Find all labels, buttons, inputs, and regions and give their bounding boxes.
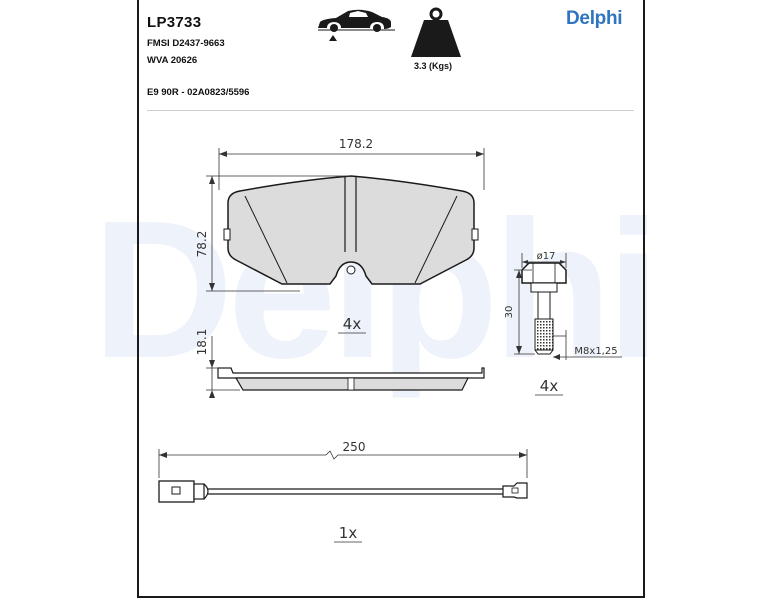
pad-thickness-dimension: 18.1: [195, 329, 240, 398]
weight-icon: [411, 7, 461, 57]
car-front-axle-icon: [318, 9, 395, 41]
wva-code: WVA 20626: [147, 55, 198, 66]
sensor-length-label: 250: [343, 440, 366, 454]
bolt-length-label: 30: [504, 306, 515, 319]
bolt-view: [521, 262, 567, 355]
pad-quantity: 4x: [343, 315, 362, 333]
header-divider: [147, 110, 634, 111]
approval-code: E9 90R - 02A0823/5596: [147, 87, 250, 98]
wear-sensor: [158, 480, 528, 503]
part-number: LP3733: [147, 14, 202, 31]
bolt-head-diameter-dimension: ø17: [521, 251, 567, 268]
drawing-frame: [137, 0, 645, 598]
bolt-length-dimension: 30: [504, 269, 535, 355]
sensor-length-dimension: 250: [158, 440, 528, 478]
pad-height-dimension: 78.2: [195, 175, 350, 292]
pad-width-dimension: 178.2: [218, 137, 485, 190]
pad-height-label: 78.2: [195, 231, 209, 258]
bolt-head-diameter-label: ø17: [537, 251, 556, 262]
pad-thickness-label: 18.1: [195, 329, 209, 356]
brake-pad-side-view: [217, 367, 485, 391]
bolt-quantity: 4x: [540, 377, 559, 395]
bolt-thread-label: M8x1,25: [574, 346, 617, 357]
bolt-thread-callout: M8x1,25: [553, 330, 622, 360]
pad-width-label: 178.2: [339, 137, 373, 151]
fmsi-code: FMSI D2437-9663: [147, 38, 225, 49]
weight-value: 3.3 (Kgs): [414, 61, 453, 71]
brake-pad-front-view: [223, 175, 479, 285]
brand-logo: Delphi: [566, 8, 623, 29]
sensor-quantity: 1x: [339, 524, 358, 542]
